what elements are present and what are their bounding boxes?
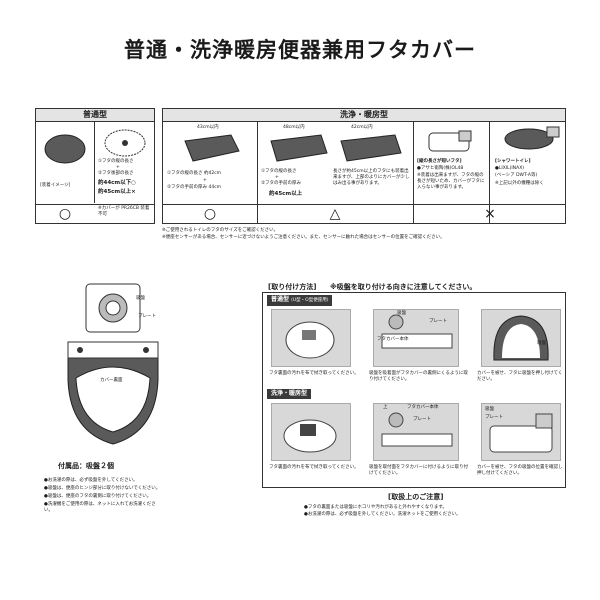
shower-toilet-title: [シャワートイレ] bbox=[495, 159, 531, 164]
washlet-seat-b bbox=[270, 134, 402, 162]
normal-subnote: ※カバーが PR26CB 装着不可 bbox=[98, 206, 150, 217]
normal-measure-line1: ①フタの縦の長さ bbox=[98, 159, 134, 164]
shower-toilet-sub: (ベーシア DWT-A等) bbox=[495, 173, 538, 178]
normal-measure-line2: ②フタ後部の長さ bbox=[98, 171, 134, 176]
normal-step3-photo bbox=[481, 309, 561, 367]
washlet-type-bar: 洗浄・暖房型 bbox=[267, 389, 312, 399]
image-label: [装着イメージ] bbox=[40, 183, 71, 188]
left-note: ●吸盤は、便座のフタの裏側に取り付けてください。 bbox=[44, 494, 152, 499]
washlet-caption-1: フタ裏面の汚れを布で拭き取ってください。 bbox=[269, 465, 359, 470]
normal-step2-photo bbox=[373, 309, 459, 367]
washlet-suction-label: 吸盤 bbox=[485, 407, 494, 412]
normal-type-bar: 普通型 (U型・O型便座用) bbox=[267, 295, 333, 306]
normal-measure-ng: 約45cm以上× bbox=[98, 189, 136, 195]
washlet-measure2-line1: ①フタの縦の長さ bbox=[261, 169, 297, 174]
washlet-measure-line2: ②フタの手前の厚み 44cm bbox=[167, 185, 222, 190]
washlet-symbol-b: △ bbox=[329, 206, 341, 222]
short-lid-illustration bbox=[428, 130, 472, 152]
footnote-1: ※ご使用されるトイレのフタのサイズをご確認ください。 bbox=[162, 228, 279, 233]
short-lid-note: ※装着は出来ますが、フタの縦の長さが短いため、カバーがフタに入らない事があります… bbox=[417, 173, 485, 190]
normal-type-bar-label: 普通型 bbox=[271, 296, 290, 303]
care-line: ●お洗濯の際は、必ず吸盤を外してください。洗濯ネットをご使用ください。 bbox=[304, 512, 461, 517]
shower-toilet-item: ●LIXIL(INAX) bbox=[495, 166, 525, 171]
normal-type-bar-sub: (U型・O型便座用) bbox=[291, 298, 329, 303]
washlet-measure2-plus: + bbox=[275, 175, 279, 180]
install-warning: ※吸盤を取り付ける向きに注意してください。 bbox=[330, 283, 477, 291]
left-note: ●洗濯機をご使用の際は、ネットに入れてお洗濯ください。 bbox=[44, 502, 156, 513]
accessories-label: 付属品：吸盤２個 bbox=[58, 462, 114, 470]
normal-step1-photo bbox=[271, 309, 351, 367]
washlet-caption-2: 吸盤を取付面をフタカバーに付けるように取り付けてください。 bbox=[369, 465, 468, 476]
seat-illustration bbox=[44, 134, 86, 164]
washlet-seat-a bbox=[184, 134, 240, 162]
page-title: 普通・洗浄暖房便器兼用フタカバー bbox=[124, 38, 476, 62]
washlet-type-table: 洗浄・暖房型 43cm以内 ①フタの縦の長さ 約42cm + ②フタの手前の厚み… bbox=[162, 108, 566, 224]
normal-plate-label: プレート bbox=[429, 319, 447, 324]
normal-suction-label: 吸盤 bbox=[397, 311, 406, 316]
short-lid-item: ●アサヒ衛陶(株)OL48 bbox=[417, 166, 464, 171]
normal-measure-plus: + bbox=[116, 165, 120, 170]
normal-cover-tag: フタカバー本体 bbox=[377, 337, 409, 342]
washlet-caption-3: カバーを被せ、フタの吸盤の位置を確認し押し付けてください。 bbox=[477, 465, 563, 476]
washlet-measure-line1: ①フタの縦の長さ 約42cm bbox=[167, 171, 222, 176]
normal-caption-1: フタ裏面の汚れを布で拭き取ってください。 bbox=[269, 371, 359, 376]
washlet-cover-tag: フタカバー本体 bbox=[407, 405, 439, 410]
care-line: ●フタの裏面または吸盤にホコリや汚れがあると外れやすくなります。 bbox=[304, 505, 447, 510]
measure-seat-diagram bbox=[104, 129, 146, 157]
left-cover-back-label: カバー裏面 bbox=[100, 378, 123, 383]
install-heading: [取り付け方法] bbox=[268, 283, 317, 291]
normal-measure-ok: 約44cm以下○ bbox=[98, 180, 136, 186]
left-note: ●お洗濯の際は、必ず吸盤を外してください。 bbox=[44, 478, 138, 483]
washlet-top-label: 上 bbox=[383, 405, 388, 410]
care-heading: [取扱上のご注意] bbox=[388, 493, 444, 501]
left-notes: ●お洗濯の際は、必ず吸盤を外してください。 ●吸盤は、便座のヒンジ部分に取り付け… bbox=[44, 478, 164, 514]
shower-toilet-note: ※上記以外の機種は除く bbox=[495, 181, 544, 186]
washlet-measure2-line2: ②フタの手前の厚み bbox=[261, 181, 302, 186]
washlet-note: 長さが約45cm以上のフタにも装着出来ますが、上部のよりにカバーが少しはみ出る事… bbox=[333, 169, 410, 186]
normal-caption-2: 吸盤を吸着面がフタカバーの裏側にくるように取り付けてください。 bbox=[369, 371, 468, 382]
washlet-step2-photo bbox=[373, 403, 459, 461]
washlet-measure-plus: + bbox=[203, 178, 207, 183]
left-note: ●吸盤は、便座のヒンジ部分に取り付けないでください。 bbox=[44, 486, 161, 491]
cover-back-illustration: 吸盤 プレート カバー裏面 bbox=[58, 282, 168, 472]
dim-a-label: 43cm以内 bbox=[197, 125, 219, 130]
washlet-type-header: 洗浄・暖房型 bbox=[163, 109, 565, 122]
washlet-symbol-c: × bbox=[484, 206, 496, 222]
washlet-plate-label: プレート bbox=[413, 417, 431, 422]
washlet-symbol-a: ○ bbox=[203, 206, 217, 222]
normal-type-table: 普通型 [装着イメージ] ①フタの縦の長さ + ②フタ後部の長さ 約44cm以下… bbox=[35, 108, 155, 224]
normal-type-header: 普通型 bbox=[36, 109, 154, 122]
install-panel: 普通型 (U型・O型便座用) 吸盤 プレート フタカバー本体 吸盤 フタ裏面の汚… bbox=[262, 292, 566, 488]
cover-back-drawing bbox=[67, 283, 159, 445]
washlet-measure2-row: 約45cm以上 bbox=[269, 191, 303, 197]
left-plate-label: プレート bbox=[138, 314, 156, 319]
washlet-plate-label-2: プレート bbox=[485, 415, 503, 420]
dim-b-label: 48cm以内 bbox=[283, 125, 305, 130]
normal-symbol: ○ bbox=[58, 206, 72, 222]
normal-suction-label2: 吸盤 bbox=[537, 341, 546, 346]
washlet-step3-photo bbox=[481, 403, 561, 461]
dim-c-label: 42cm以内 bbox=[351, 125, 373, 130]
footnote-2: ※便座センサーがある場合、センサーに近づけないようご注意ください。また、センサー… bbox=[162, 235, 445, 240]
short-lid-title: [縦の長さが短いフタ] bbox=[417, 159, 462, 164]
shower-toilet-illustration bbox=[504, 126, 560, 150]
washlet-step1-photo bbox=[271, 403, 351, 461]
left-suction-label: 吸盤 bbox=[136, 296, 145, 301]
normal-caption-3: カバーを被せ、フタに吸盤を押し付けてください。 bbox=[477, 371, 563, 382]
